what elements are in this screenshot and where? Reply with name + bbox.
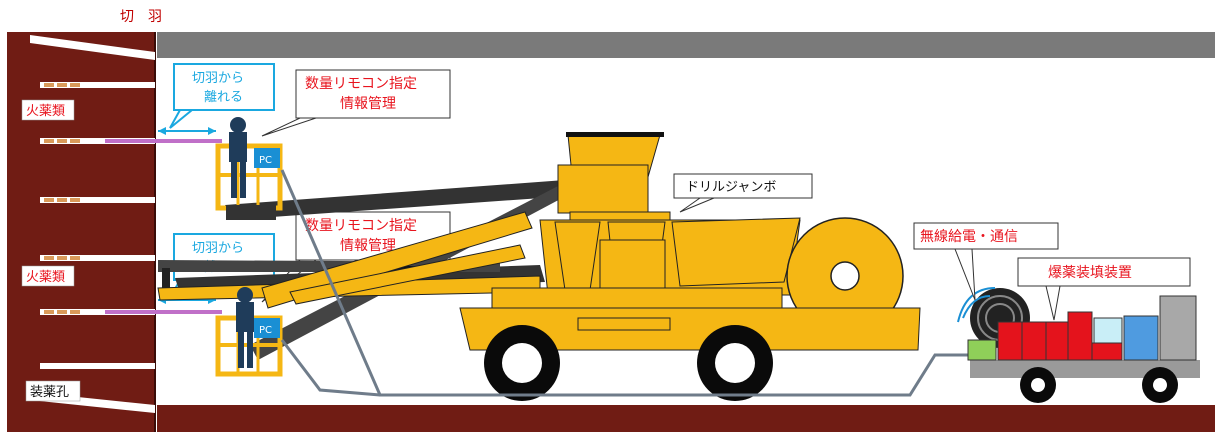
tunnel-floor — [157, 405, 1215, 432]
work-platform-top: PC — [215, 117, 283, 220]
svg-text:切羽から: 切羽から — [192, 71, 244, 86]
svg-text:情報管理: 情報管理 — [340, 96, 396, 112]
svg-text:PC: PC — [259, 155, 272, 166]
charging-device — [957, 287, 1200, 403]
charging-device-callout: 爆薬装填装置 — [1017, 257, 1191, 321]
drill-jumbo-callout: ドリルジャンボ — [673, 173, 813, 213]
svg-text:PC: PC — [259, 325, 272, 336]
svg-text:無線給電・通信: 無線給電・通信 — [920, 229, 1018, 245]
explosives-label-bottom: 火薬類 — [21, 265, 75, 287]
svg-text:離れる: 離れる — [204, 90, 243, 105]
svg-text:ドリルジャンボ: ドリルジャンボ — [686, 180, 776, 195]
work-platform-bottom: PC — [215, 287, 283, 377]
svg-text:数量リモコン指定: 数量リモコン指定 — [305, 218, 417, 234]
callout-away-top: 切羽から 離れる — [158, 63, 275, 135]
rock-face — [7, 32, 155, 432]
svg-text:数量リモコン指定: 数量リモコン指定 — [305, 76, 417, 92]
charge-hole-label: 装薬孔 — [25, 380, 81, 402]
svg-text:装薬孔: 装薬孔 — [30, 385, 69, 400]
charging-hose-floor — [280, 169, 980, 397]
face-label: 切 羽 — [120, 9, 162, 25]
svg-text:切羽から: 切羽から — [192, 241, 244, 256]
worker-icon — [237, 287, 253, 303]
worker-icon — [230, 117, 246, 133]
svg-text:情報管理: 情報管理 — [340, 238, 396, 254]
svg-text:火薬類: 火薬類 — [26, 104, 65, 119]
explosives-label-top: 火薬類 — [21, 99, 75, 121]
drill-jumbo — [157, 132, 921, 401]
tunnel-ceiling — [157, 32, 1215, 58]
charging-hose — [105, 139, 222, 314]
callout-info-top: 数量リモコン指定 情報管理 — [261, 69, 451, 137]
svg-text:火薬類: 火薬類 — [26, 270, 65, 285]
svg-text:爆薬装填装置: 爆薬装填装置 — [1048, 265, 1132, 281]
wireless-callout: 無線給電・通信 — [913, 222, 1059, 301]
